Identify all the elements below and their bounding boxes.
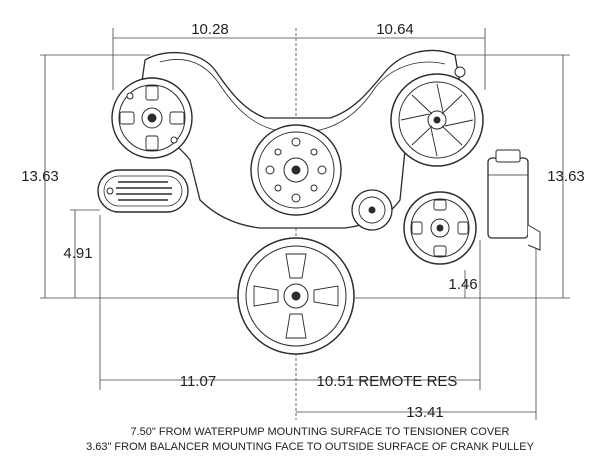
- dim-top-left: 10.28: [191, 21, 229, 38]
- dim-left-inner: 4.91: [63, 245, 92, 262]
- power-steering-pump: [403, 149, 541, 265]
- alternator: [390, 66, 484, 167]
- dim-height-left: 13.63: [21, 168, 59, 185]
- note-line-1: 7.50" FROM WATERPUMP MOUNTING SURFACE TO…: [131, 426, 510, 438]
- idler-pulley: [351, 189, 393, 231]
- dim-bottom-left: 11.07: [180, 373, 216, 390]
- dim-bottom-mid: 10.51 REMOTE RES: [317, 373, 458, 390]
- tensioner-cover: [97, 169, 189, 213]
- dimension-lines: [40, 28, 570, 420]
- dim-height-right: 13.63: [547, 168, 585, 185]
- dim-right-inner: 1.46: [448, 276, 477, 293]
- note-line-2: 3.63" FROM BALANCER MOUNTING FACE TO OUT…: [86, 441, 535, 453]
- dim-bottom-total: 13.41: [406, 404, 444, 421]
- alternator-pulley-left: [111, 77, 193, 159]
- dim-top-right: 10.64: [376, 21, 414, 38]
- crank-pulley: [237, 237, 355, 355]
- water-pump-pulley: [250, 124, 342, 216]
